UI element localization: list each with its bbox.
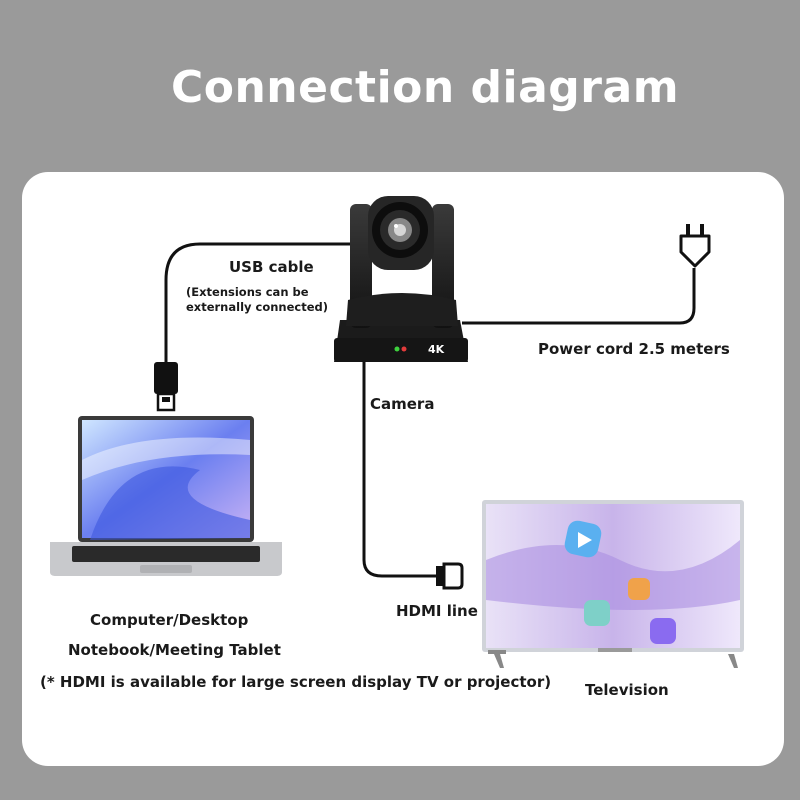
hdmi-plug-icon [436,562,464,590]
power-plug-icon [679,224,711,268]
usb-plug-icon [154,362,178,412]
camera-label: Camera [370,395,435,413]
page-title: Connection diagram [170,62,680,113]
usb-note-line2: externally connected) [186,300,329,314]
camera-badge: 4K [428,343,445,356]
ptz-camera: 4K [334,196,468,362]
usb-cable-label: USB cable [229,258,314,276]
laptop [50,416,282,576]
usb-note-line1: (Extensions can be [186,285,309,299]
hdmi-note: (* HDMI is available for large screen di… [40,673,552,691]
notebook-label: Notebook/Meeting Tablet [68,641,281,659]
hdmi-cable [362,362,436,578]
usb-cable [164,242,350,362]
power-cord-label: Power cord 2.5 meters [538,340,730,358]
hdmi-line-label: HDMI line [396,602,478,620]
television-label: Television [585,681,669,699]
television [482,500,744,668]
computer-label: Computer/Desktop [90,611,249,629]
power-cord [462,268,696,325]
